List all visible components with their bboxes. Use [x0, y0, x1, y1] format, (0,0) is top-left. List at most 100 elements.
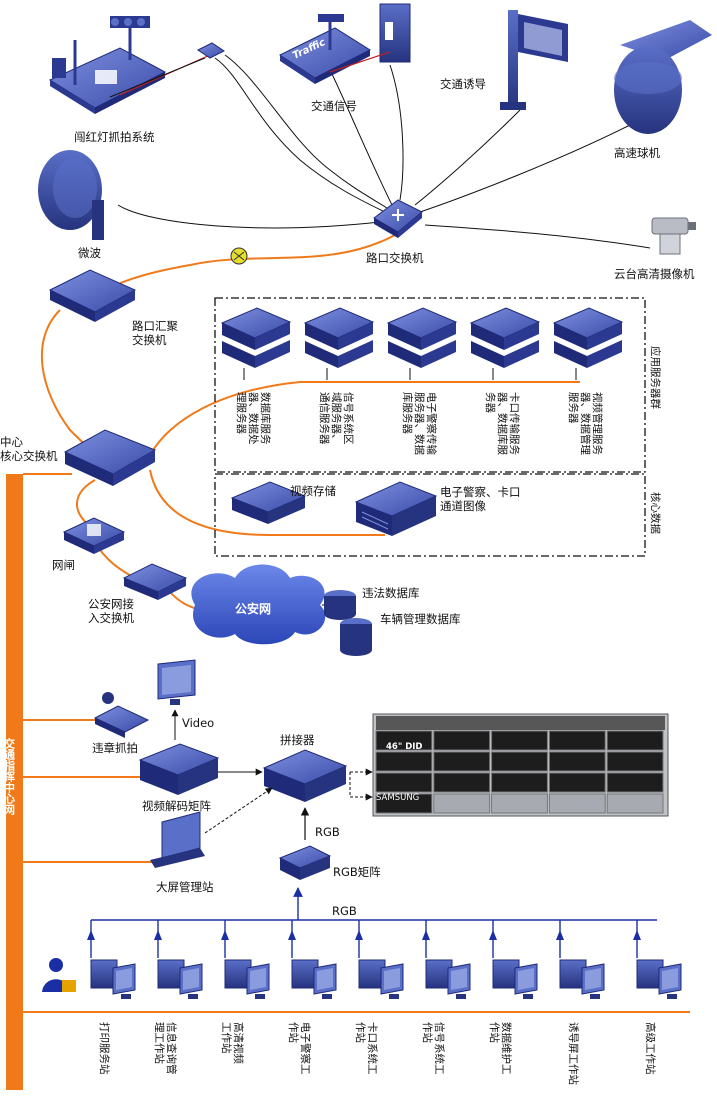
violation-database-label: 违法数据库: [362, 586, 420, 600]
psb-access-switch-label-1: 公安网接: [88, 597, 134, 611]
traffic-guidance-sign-icon: [500, 10, 568, 110]
workstation-label-line: 打印服务站: [98, 1022, 111, 1075]
workstation-icon: [489, 920, 538, 999]
server-stack: [552, 307, 624, 380]
video-wall-cell: [433, 730, 491, 751]
splicer-icon: [262, 749, 348, 802]
workstation-label-line: 作站: [488, 1022, 501, 1044]
video-wall-cell: [433, 793, 491, 814]
workstation-label-line: 作站: [421, 1022, 434, 1044]
gatekeeper-icon: [62, 517, 126, 554]
server-labels: 数据库服务器、数据处理服务器信号系统区域服务器、通信服务器电子警察传输服务器、数…: [235, 392, 604, 455]
server-stack: [303, 307, 375, 380]
server-label-line: 卡口传输服务: [508, 392, 521, 455]
video-wall-cell: [375, 772, 433, 793]
workstation-label-line: 卡口系统工: [366, 1022, 379, 1075]
rgb-matrix-icon: [278, 845, 332, 880]
speed-dome-camera-icon: [614, 20, 712, 134]
core-data-group-box: [214, 473, 646, 557]
server-label-line: 视频管理服务: [591, 392, 604, 455]
video-decode-matrix-icon: [138, 743, 220, 795]
image-storage-icon: [354, 481, 438, 536]
psb-network-label: 公安网: [235, 601, 271, 616]
intersection-switch-icon: [373, 199, 423, 238]
video-wall-cell: [606, 751, 664, 772]
workstation-icon: [556, 920, 605, 999]
microwave-dish-icon: [38, 150, 104, 240]
operator-user-icon: [42, 958, 76, 992]
psb-access-switch-icon: [122, 563, 188, 600]
video-wall-cells: [375, 730, 664, 814]
server-label-line: 信号系统区: [342, 392, 355, 445]
command-center-network-bar: [6, 474, 23, 1090]
server-label-line: 务器: [484, 392, 497, 413]
video-wall-cell: [375, 793, 433, 814]
video-wall-cell: [606, 772, 664, 793]
aggregation-switch-label-2: 交换机: [132, 333, 167, 347]
rgb-matrix-label: RGB矩阵: [333, 865, 381, 879]
server-label-line: 服务器: [567, 392, 580, 424]
aggregation-switch-icon: [48, 269, 137, 322]
traffic-signal-label: 交通信号: [311, 99, 357, 113]
monitor-icon: [157, 659, 196, 705]
server-label-line: 器、数据库服: [496, 392, 509, 455]
psb-access-switch-label-2: 入交换机: [88, 611, 134, 625]
video-wall-cell: [606, 793, 664, 814]
workstation-icon: [87, 920, 136, 999]
rgb-label-upper: RGB: [315, 825, 340, 839]
vehicle-database-label: 车辆管理数据库: [380, 612, 461, 626]
red-light-camera-icon: [48, 16, 225, 114]
video-wall-cell: [548, 772, 606, 793]
video-label: Video: [182, 716, 214, 730]
video-wall-cell: [491, 793, 548, 814]
psb-network-cloud: [191, 564, 326, 645]
violation-capture-icon: [93, 692, 150, 738]
server-label-line: 域服务器、: [330, 392, 343, 445]
video-wall-cell: [491, 730, 548, 751]
video-wall-cell: [548, 793, 606, 814]
core-switch-label-2: 核心交换机: [0, 449, 58, 463]
field-links: [117, 54, 651, 249]
workstation-label-line: 高级工作站: [644, 1022, 657, 1075]
core-data-group-label: 核心数据: [649, 492, 662, 534]
workstation-icon: [154, 920, 203, 999]
gatekeeper-label: 网闸: [52, 558, 75, 572]
ptz-camera-label: 云台高清摄像机: [614, 267, 695, 281]
did-label: 46" DID: [386, 742, 423, 752]
vehicle-database-icon: [340, 618, 372, 656]
traffic-signal-icon: Traffic: [278, 3, 411, 84]
workstation-icon: [288, 920, 337, 999]
workstation-labels: 打印服务站信息查询管理工作站高清视频工作站电子警察工作站卡口系统工作站信号系统工…: [98, 1022, 657, 1085]
intersection-switch-label: 路口交换机: [366, 251, 424, 265]
workstations: [87, 920, 682, 999]
red-light-camera-label: 闯红灯抓拍系统: [74, 130, 155, 144]
video-wall-cell: [548, 751, 606, 772]
workstation-label-line: 工作站: [220, 1022, 233, 1054]
workstation-label-line: 高清视频: [232, 1022, 245, 1064]
bar-branches: [23, 719, 690, 1013]
video-storage-icon: [230, 481, 307, 524]
video-wall-cell: [606, 730, 664, 751]
image-storage-label-2: 通道图像: [440, 499, 486, 513]
video-wall-cell: [491, 772, 548, 793]
workstation-label-line: 诱导屏工作站: [567, 1022, 580, 1085]
samsung-label: SAMSUNG: [376, 793, 419, 803]
server-label-line: 数据库服务: [259, 392, 272, 445]
big-screen-station-icon: [150, 811, 205, 868]
rgb-label-lower: RGB: [332, 904, 357, 918]
workstation-label-line: 作站: [354, 1022, 367, 1044]
video-wall-cell: [491, 751, 548, 772]
video-wall-cell: [375, 751, 433, 772]
core-switch-label-1: 中心: [0, 435, 23, 449]
workstation-icon: [633, 920, 682, 999]
workstation-label-line: 信号系统工: [433, 1022, 446, 1075]
workstation-icon: [355, 920, 404, 999]
workstation-label-line: 电子警察工: [299, 1022, 312, 1075]
big-screen-station-label: 大屏管理站: [156, 880, 214, 894]
server-label-line: 服务器、数据: [413, 392, 426, 455]
workstation-icon: [422, 920, 471, 999]
server-stack: [386, 307, 458, 380]
microwave-label: 微波: [78, 246, 101, 260]
workstation-label-line: 数据维护工: [500, 1022, 513, 1075]
